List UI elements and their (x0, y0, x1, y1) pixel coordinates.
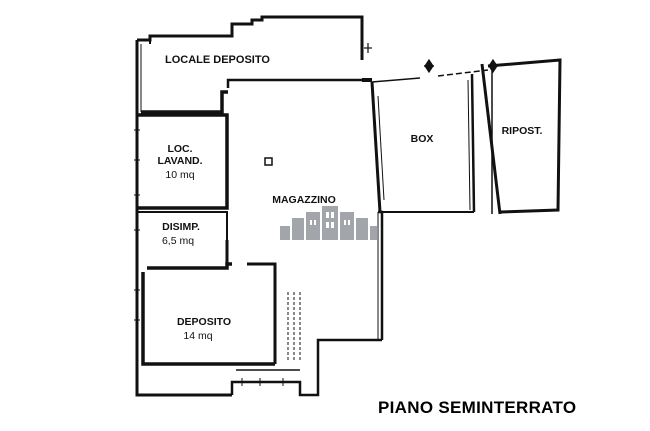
door-ticks (134, 129, 284, 386)
watermark-logo (280, 206, 378, 240)
label-loc-lavand-line2: LAVAND. (157, 155, 202, 167)
label-magazzino: MAGAZZINO (272, 194, 336, 206)
locale-deposito-walls (141, 78, 372, 114)
label-box: BOX (411, 133, 434, 145)
service-rooms-walls (137, 113, 277, 366)
vent-symbol-1 (364, 43, 372, 53)
label-locale-deposito: LOCALE DEPOSITO (165, 54, 270, 66)
area-deposito: 14 mq (183, 330, 212, 342)
label-ripost: RIPOST. (502, 125, 543, 137)
vent-symbol-2 (423, 58, 435, 74)
area-loc-lavand: 10 mq (165, 169, 194, 181)
area-disimp: 6,5 mq (162, 235, 194, 247)
column-symbol (264, 157, 273, 166)
outer-walls (135, 15, 384, 397)
vent-symbols (364, 43, 499, 74)
vent-symbol-3 (487, 58, 499, 74)
stairs (287, 292, 301, 362)
label-disimp: DISIMP. (162, 221, 200, 233)
plan-title: PIANO SEMINTERRATO (378, 398, 577, 417)
label-deposito: DEPOSITO (177, 316, 231, 328)
box-ripost-walls (370, 58, 562, 215)
room-labels: LOCALE DEPOSITO LOC. LAVAND. 10 mq DISIM… (157, 54, 542, 342)
label-loc-lavand-line1: LOC. (167, 143, 192, 155)
